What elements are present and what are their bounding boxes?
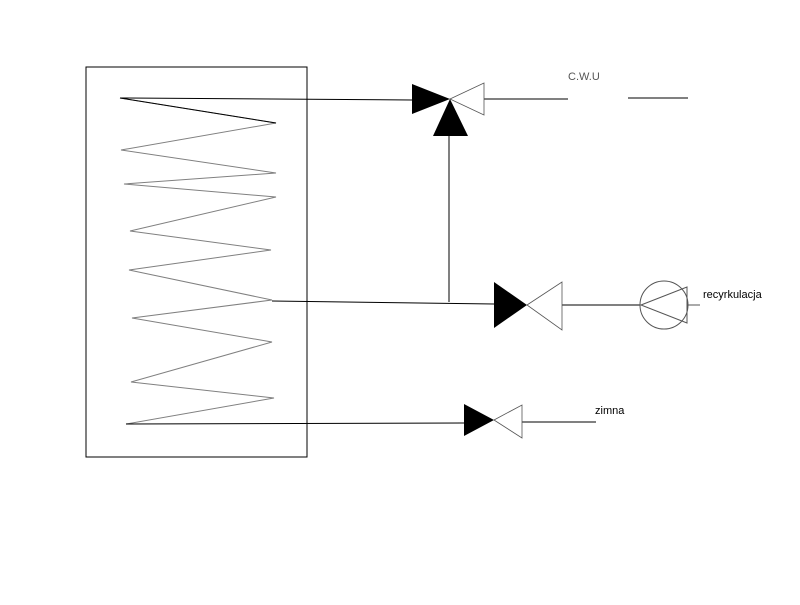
label-cwu: C.W.U [568,71,600,83]
label-cold: zimna [595,405,625,417]
cold-water-valve-right [493,404,523,439]
cold-water-valve [464,404,523,439]
recirculation-valve-left [494,282,527,328]
heating-coil [119,97,277,425]
cold-water-pipe [125,422,465,425]
recirculation-valve-right [526,281,563,331]
recirculation-pipe [271,300,495,305]
recirculation-pump [639,280,700,330]
pump-circle [639,280,689,330]
coil-top-segment [119,97,277,124]
cold-water-valve-left [464,404,494,436]
hot-water-pipe [119,97,413,101]
label-recirculation: recyrkulacja [703,289,763,301]
three-way-valve-bottom [433,99,468,136]
storage-tank [85,66,308,458]
three-way-valve [412,82,485,136]
three-way-valve-left [412,84,450,114]
three-way-valve-right [449,82,485,116]
recirculation-valve [494,281,563,331]
